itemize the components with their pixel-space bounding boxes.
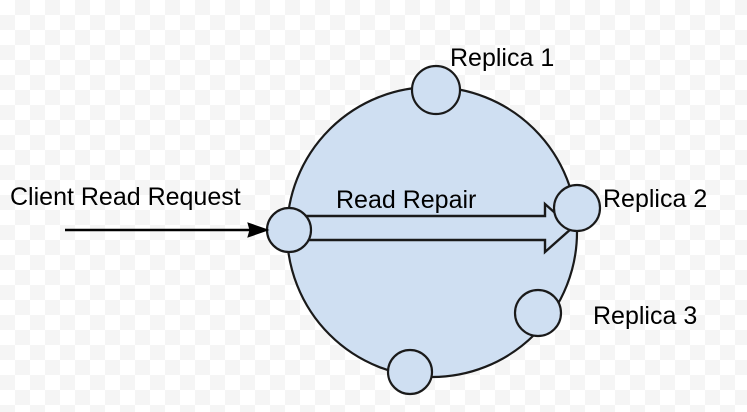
client-read-request-arrowhead <box>247 222 270 238</box>
read-repair-block-arrow <box>298 201 574 255</box>
node-replica-3[interactable] <box>513 288 563 338</box>
client-read-request-label: Client Read Request <box>10 183 241 211</box>
replica-3-label: Replica 3 <box>593 302 697 330</box>
node-coordinator[interactable] <box>265 206 313 254</box>
read-repair-label: Read Repair <box>336 186 476 214</box>
node-replica-2[interactable] <box>552 183 602 233</box>
replica-2-label: Replica 2 <box>603 185 707 213</box>
node-replica-1[interactable] <box>410 64 462 116</box>
replica-1-label: Replica 1 <box>450 44 554 72</box>
node-replica-4[interactable] <box>386 348 434 396</box>
